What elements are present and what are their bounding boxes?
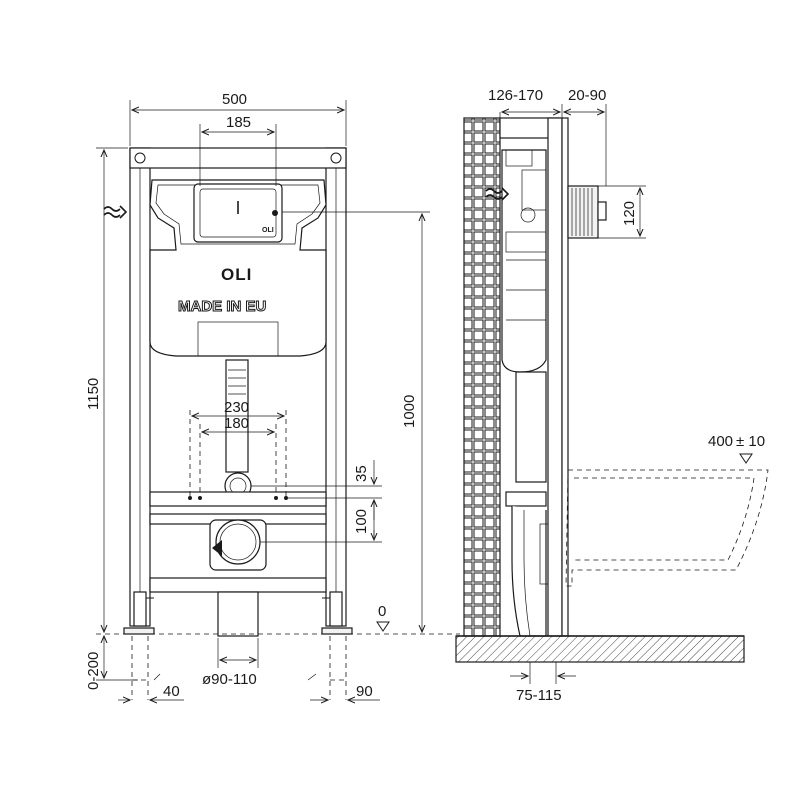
side-water-inlet-icon [485,187,510,201]
brand-logo: OLI [221,265,252,284]
drain-elbow [215,519,261,565]
brand-text: MADE IN EU [178,298,266,315]
drain-offset-label: 75-115 [516,687,562,704]
tiled-wall [463,117,501,637]
cistern-side [501,149,547,373]
side-view: 126-170 20-90 120 400± 10 75-115 [455,87,769,704]
frame-top-bar [129,147,347,169]
studs-inner-label: 180 [224,415,249,432]
pipe-label: 120 [621,201,638,226]
foot-left-label: 40 [163,683,180,700]
offset-small-label: 35 [353,465,370,482]
depth-label: 126-170 [488,87,543,104]
front-view: OLI OLI MADE IN EU [85,91,460,700]
wall-label: 20-90 [568,87,606,104]
threaded-connector [567,185,599,239]
offset-large-label: 100 [353,509,370,534]
inlet-height-label: 1000 [401,395,418,428]
height-label: 1150 [85,378,102,410]
foot-right-label: 90 [356,683,373,700]
studs-outer-label: 230 [224,399,249,416]
bowl-level-marker-icon [739,453,753,464]
width-label: 500 [222,91,247,108]
button-width-label: 185 [226,114,251,131]
foot-left [133,591,147,627]
bracket-bar-upper [149,491,327,507]
drain-pipe [217,591,259,637]
water-inlet-icon [103,205,128,219]
floor-level-label: 0 [378,603,386,620]
floor-slab [455,635,745,663]
button-logo: OLI [262,227,274,234]
bowl-height-label: 400± 10 [708,433,765,450]
level-marker-icon [376,621,390,632]
toilet-bowl-outline [565,469,769,587]
foot-right [329,591,343,627]
frame-bottom-bar [149,577,327,593]
side-frame-post [547,117,563,637]
foot-adjust-label: 0-200 [85,652,102,690]
drain-diameter-label: ø90-110 [202,671,257,688]
